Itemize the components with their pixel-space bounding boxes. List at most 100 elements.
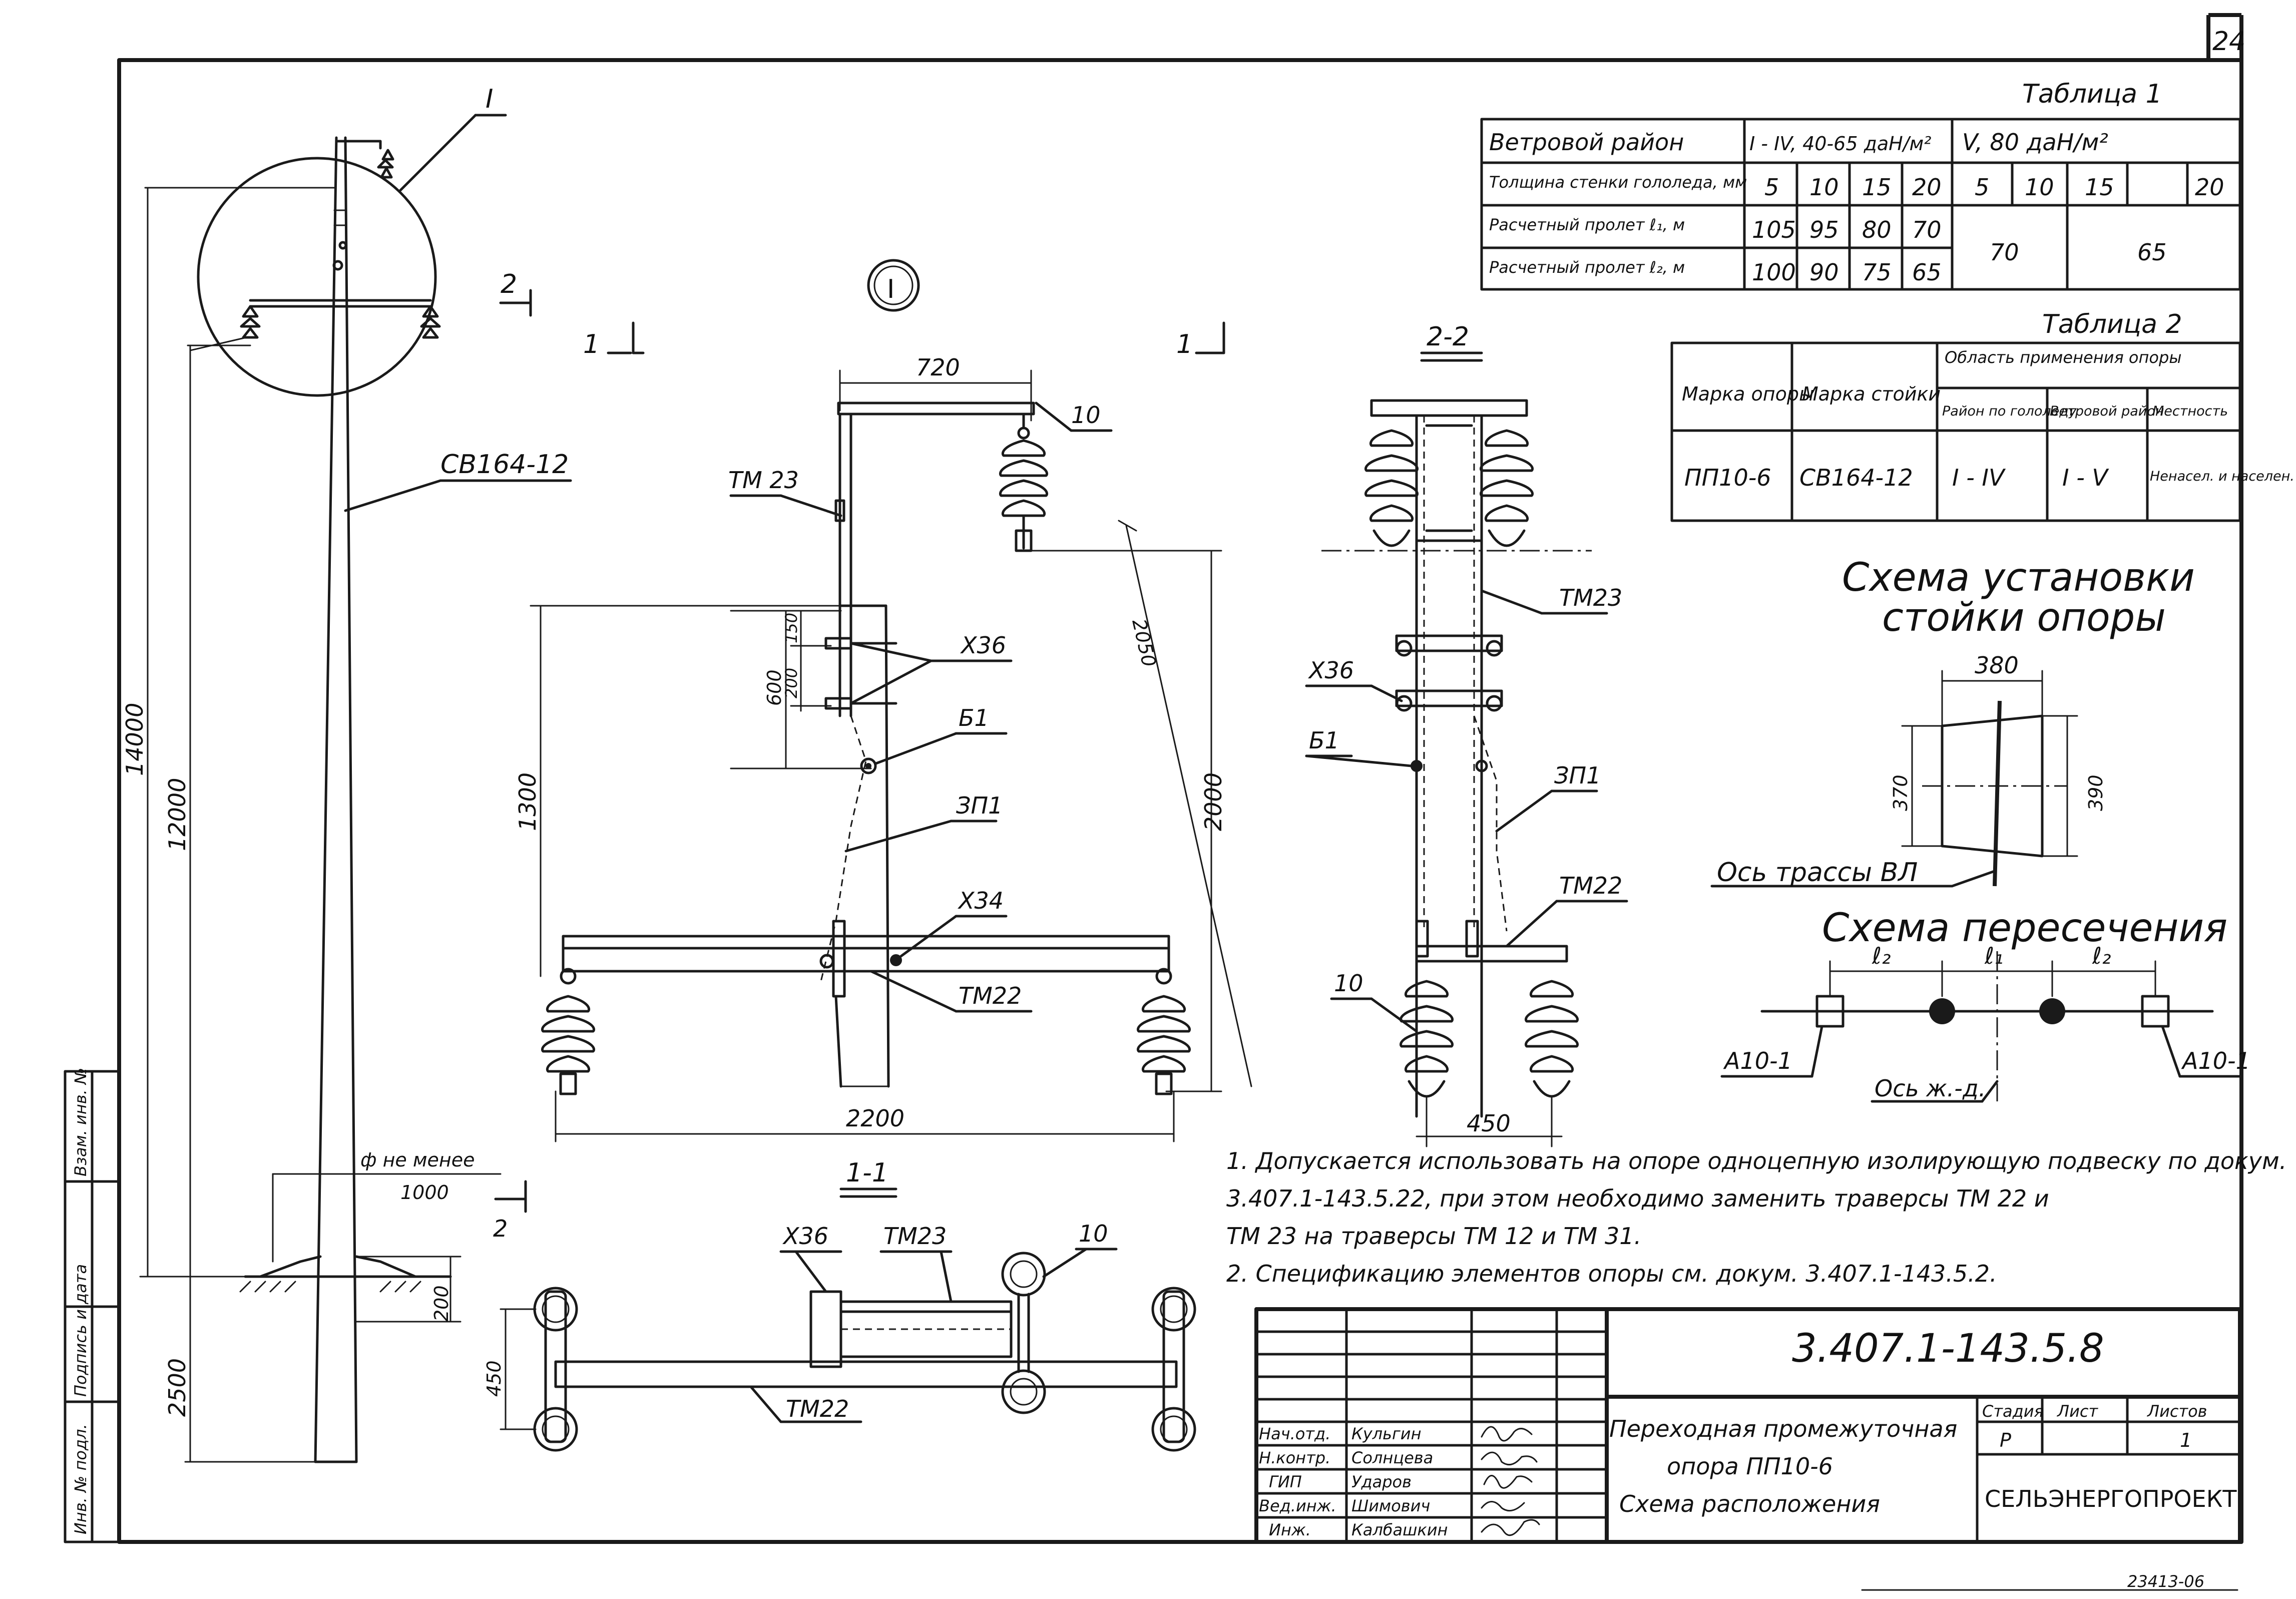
t1-r0-c2: V, 80 даН/м²	[1962, 129, 2108, 156]
detail-lbl-tm23: ТМ 23	[728, 467, 799, 494]
dim-14000: 14000	[121, 703, 148, 776]
section-2-2-title: 2-2	[1427, 322, 1469, 352]
cross-axis-label: Ось ж.-д.	[1875, 1075, 1986, 1102]
sheets-value: 1	[2180, 1429, 2192, 1451]
install-dim-370: 370	[1890, 774, 1912, 811]
stamp-cell-inv: Инв. № подл.	[71, 1424, 90, 1534]
t2-h-mark-stand: Марка стойки	[1802, 383, 1941, 405]
dim-1000: 1000	[400, 1181, 449, 1204]
t2-h-wind: Ветровой район	[2050, 404, 2164, 419]
t2-v-ice: I - IV	[1952, 464, 2006, 491]
sec22-lbl-10: 10	[1334, 970, 1363, 997]
dim-phi-label: ф не менее	[360, 1149, 475, 1171]
table-1: Таблица 1 Ветровой район I - IV, 40-65 д…	[1480, 79, 2241, 291]
person-name-3: Ударов	[1351, 1472, 1412, 1491]
sec22-lbl-zp1: ЗП1	[1554, 762, 1601, 789]
dim-12000: 12000	[164, 778, 191, 851]
t1-r3-c1: 100	[1752, 259, 1796, 286]
t1-r1-c0: Толщина стенки гололеда, мм	[1489, 173, 1747, 192]
t2-h-mark-support: Марка опоры	[1682, 383, 1814, 405]
t2-v-support: ПП10-6	[1684, 464, 1771, 491]
t2-h-place: Местность	[2152, 404, 2228, 419]
stage-header: Стадия	[1982, 1402, 2044, 1421]
detail-lbl-tm22: ТМ22	[959, 982, 1022, 1009]
note-line-4: 2. Спецификацию элементов опоры см. доку…	[1226, 1260, 1997, 1287]
note-line-3: ТМ 23 на траверсы ТМ 12 и ТМ 31.	[1226, 1223, 1641, 1250]
t1-r1-c7: 15	[2085, 174, 2114, 201]
title-line-1: Переходная промежуточная	[1609, 1415, 1957, 1442]
t1-r3-c4: 65	[1912, 259, 1942, 286]
t1-r1-c3: 15	[1862, 174, 1892, 201]
callout-circle	[197, 157, 437, 397]
title-block: 3.407.1-143.5.8 Переходная промежуточная…	[1254, 1307, 2242, 1544]
t1-r0-c1: I - IV, 40-65 даН/м²	[1749, 133, 1931, 155]
detail-I-view: I 1 720 10 ТМ 23	[514, 259, 1252, 1142]
dim-720: 720	[916, 354, 960, 381]
t1-r1-c2: 10	[1809, 174, 1839, 201]
dim-600: 600	[763, 669, 785, 706]
t1-r1-c8: 20	[2195, 174, 2224, 201]
sec22-dim-450: 450	[1467, 1110, 1511, 1137]
dim-2000: 2000	[1200, 772, 1227, 831]
section-2-marker-bottom: 2	[493, 1215, 508, 1242]
sheet-header: Лист	[2057, 1402, 2098, 1421]
stamp-number: 23413-06	[2127, 1572, 2204, 1591]
person-name-1: Кульгин	[1351, 1424, 1422, 1443]
cross-label-right: А10-1	[2181, 1047, 2250, 1074]
t1-r2-c2: 95	[1809, 216, 1839, 243]
install-dim-390: 390	[2085, 774, 2107, 811]
t2-v-place: Ненасел. и населен.	[2150, 469, 2294, 484]
install-scheme: Схема установки стойки опоры 380 370 390…	[1710, 555, 2195, 888]
sec22-lbl-b1: Б1	[1309, 727, 1339, 754]
sheets-header: Листов	[2147, 1402, 2207, 1421]
t1-r2-c3: 80	[1862, 216, 1892, 243]
cross-label-left: А10-1	[1723, 1047, 1792, 1074]
detail-lbl-10: 10	[1071, 402, 1101, 429]
side-stamp: Инв. № подл. Подпись и дата Взам. инв. №	[64, 1068, 121, 1543]
t1-r1-c6: 10	[2025, 174, 2054, 201]
notes: 1. Допускается использовать на опоре одн…	[1226, 1147, 2286, 1287]
detail-lbl-x34: Х34	[958, 887, 1004, 914]
t1-r3-c0: Расчетный пролет ℓ₂, м	[1489, 258, 1685, 277]
t1-r2-c6: 65	[2137, 239, 2167, 266]
note-line-2: 3.407.1-143.5.22, при этом необходимо за…	[1226, 1185, 2049, 1212]
sec11-lbl-tm23: ТМ23	[883, 1223, 947, 1250]
person-role-5: Инж.	[1269, 1520, 1311, 1539]
sec22-lbl-tm22: ТМ22	[1559, 872, 1622, 899]
dim-1300: 1300	[514, 772, 541, 831]
person-role-1: Нач.отд.	[1259, 1424, 1330, 1443]
pole-mark-label: СВ164-12	[440, 450, 569, 480]
cross-scheme: Схема пересечения ℓ₂ ℓ₁ ℓ₂ А10-1 А10-1 О…	[1720, 906, 2250, 1103]
dim-2500: 2500	[164, 1358, 191, 1417]
dim-150-detail: 150	[782, 613, 801, 643]
cross-l2-left: ℓ₂	[1872, 942, 1891, 969]
section-1-marker: 1	[583, 329, 600, 359]
t1-r1-c1: 5	[1764, 174, 1779, 201]
person-role-3: ГИП	[1269, 1472, 1302, 1491]
person-name-4: Шимович	[1351, 1496, 1430, 1515]
signatures	[1481, 1426, 1540, 1536]
org-name: СЕЛЬЭНЕРГОПРОЕКТ	[1985, 1485, 2237, 1512]
install-axis-label: Ось трассы ВЛ	[1717, 858, 1918, 888]
t1-r2-c5: 70	[1990, 239, 2019, 266]
t1-r1-c4: 20	[1912, 174, 1942, 201]
sec11-lbl-10: 10	[1079, 1220, 1108, 1247]
t2-v-wind: I - V	[2062, 464, 2109, 491]
dim-200-detail: 200	[782, 668, 801, 698]
cross-title: Схема пересечения	[1822, 906, 2227, 951]
sec22-lbl-x36: Х36	[1308, 657, 1354, 684]
insulator-left	[541, 968, 595, 1095]
sec22-lbl-tm23: ТМ23	[1559, 584, 1622, 611]
person-role-4: Вед.инж.	[1259, 1496, 1336, 1515]
t1-r2-c0: Расчетный пролет ℓ₁, м	[1489, 215, 1685, 234]
t1-r3-c2: 90	[1809, 259, 1839, 286]
sheet-number: 24	[2212, 27, 2245, 57]
cross-l2-right: ℓ₂	[2092, 942, 2111, 969]
section-2-2-view: 2-2 ТМ23 Х36	[1305, 322, 1628, 1147]
sec11-dim-450: 450	[483, 1360, 505, 1397]
title-line-2: опора ПП10-6	[1667, 1453, 1833, 1480]
sec11-lbl-tm22: ТМ22	[786, 1395, 849, 1422]
doc-code: 3.407.1-143.5.8	[1792, 1326, 2104, 1371]
sec11-lbl-x36: Х36	[782, 1223, 828, 1250]
detail-lbl-zp1: ЗП1	[956, 792, 1003, 819]
